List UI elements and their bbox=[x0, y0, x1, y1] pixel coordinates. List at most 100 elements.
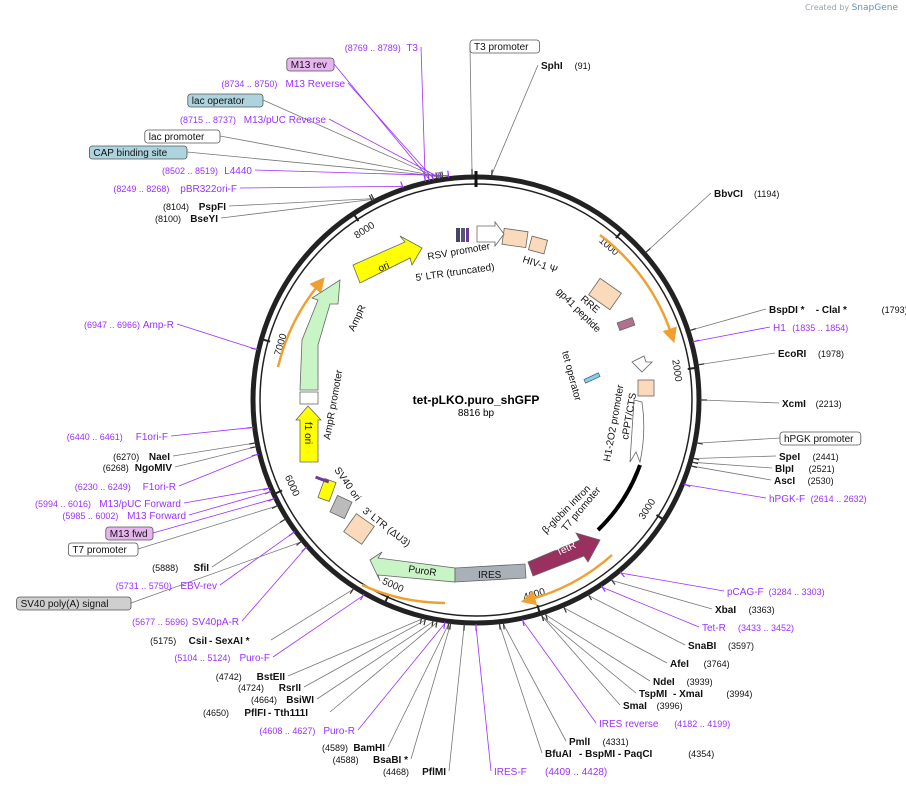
m13reverse-pos: (8734 .. 8750) bbox=[221, 79, 277, 89]
label-ecori: EcoRI(1978) bbox=[778, 349, 844, 360]
label-bseyi: BseYI (8100) bbox=[155, 214, 218, 225]
puror-label: PuroR bbox=[408, 564, 438, 579]
afei-name: AfeI bbox=[670, 659, 689, 670]
f1-ori-arrow bbox=[295, 405, 322, 463]
l4440-pos: (8502 .. 8519) bbox=[162, 166, 218, 176]
label-sv40par: SV40pA-R(5677 .. 5696) bbox=[132, 617, 239, 628]
spei-name: SpeI bbox=[779, 452, 800, 463]
hiv-label: HIV-1 Ψ bbox=[521, 254, 559, 276]
ltr3-box bbox=[343, 513, 375, 545]
pspfi-name: PspFI bbox=[199, 202, 226, 213]
lac-mark-1 bbox=[456, 228, 460, 242]
sfii-pos: (5888) bbox=[152, 563, 178, 573]
sv40-ori-box bbox=[317, 478, 337, 502]
ampr-label: AmpR bbox=[347, 303, 369, 333]
bspdi-name: BspDI * bbox=[769, 305, 805, 316]
ori-arrow bbox=[352, 235, 423, 284]
hpgkprom-box bbox=[779, 431, 862, 446]
lac-mark-2 bbox=[461, 228, 465, 242]
tick-3000 bbox=[655, 514, 663, 520]
xbai-name: XbaI bbox=[715, 605, 736, 616]
label-sphi: SphI(91) bbox=[541, 61, 591, 72]
bspdi-extra: - ClaI * bbox=[816, 305, 847, 316]
tet-operator-arrow-top bbox=[631, 355, 653, 373]
blpi-pos: (2521) bbox=[809, 464, 835, 474]
ndei-name: NdeI bbox=[653, 677, 675, 688]
gp41-box bbox=[616, 316, 636, 332]
h1-pos: (1835 .. 1854) bbox=[792, 323, 848, 333]
label-pspfi: PspFI (8104) bbox=[163, 202, 226, 213]
label-spei: SpeI(2441) bbox=[779, 452, 839, 463]
bsteii-name: BstEII bbox=[257, 672, 286, 683]
label-ngomiv: NgoMIV(6268) bbox=[103, 463, 173, 474]
hpgkprom-text: hPGK promoter bbox=[784, 434, 854, 445]
label-purof: Puro-F(5104 .. 5124) bbox=[174, 653, 270, 664]
naei-pos: (6270) bbox=[113, 452, 139, 462]
bseyi-name: BseYI bbox=[190, 214, 218, 225]
label-puror: Puro-R(4608 .. 4627) bbox=[259, 726, 355, 737]
label-sfii: SfiI (5888) bbox=[152, 563, 209, 574]
tick-5000 bbox=[384, 594, 390, 603]
label-h1: H1 (1835 .. 1854) bbox=[773, 323, 848, 334]
csii-name: CsiI bbox=[189, 636, 208, 647]
csii-pos: (5175) bbox=[150, 636, 176, 646]
ampr-arrow bbox=[299, 279, 341, 391]
tetr-arrow bbox=[527, 532, 601, 577]
tick-label-2000: 2000 bbox=[669, 359, 683, 383]
plasmid-size: 8816 bp bbox=[458, 408, 495, 419]
bsteii-pos: (4742) bbox=[216, 672, 242, 682]
blpi-name: BlpI bbox=[775, 464, 794, 475]
afei-pos: (3764) bbox=[704, 659, 730, 669]
label-blpi: BlpI (2521) bbox=[775, 464, 835, 475]
phgkf-pos: (2614 .. 2632) bbox=[811, 494, 867, 504]
pflfi-name: PflFI bbox=[244, 708, 266, 719]
hiv-box bbox=[527, 235, 549, 255]
bfuai-pos: (4354) bbox=[688, 749, 714, 759]
bseyi-pos: (8100) bbox=[155, 214, 181, 224]
beta-globin-intron bbox=[596, 464, 642, 532]
tick-6000 bbox=[275, 489, 283, 495]
pspfi-pos: (8104) bbox=[163, 202, 189, 212]
label-bsteii: BstEII (4742) bbox=[216, 672, 285, 683]
sv40pa-box bbox=[16, 596, 132, 611]
m13fwd-text: M13 fwd bbox=[110, 529, 148, 540]
label-iresf: IRES-F bbox=[494, 767, 527, 778]
pflmi-name: PflMI bbox=[422, 767, 446, 778]
bsiwi-name: BsiWI bbox=[286, 695, 314, 706]
tick-2000 bbox=[687, 366, 695, 370]
iresf-name: IRES-F bbox=[494, 767, 527, 778]
credit-prefix: Created by bbox=[805, 3, 850, 12]
bsiwi-pos: (4664) bbox=[251, 695, 277, 705]
tick-4000 bbox=[536, 604, 541, 613]
feature-arrows bbox=[295, 220, 655, 583]
ebvrev-name: EBV-rev bbox=[180, 581, 217, 592]
label-m13reverse: M13 Reverse(8734 .. 8750) bbox=[221, 79, 345, 90]
m13puc_rev-name: M13/pUC Reverse bbox=[244, 115, 327, 126]
label-pbr322: pBR322ori-F(8249 .. 8268) bbox=[113, 184, 237, 195]
sv40par-pos: (5677 .. 5696) bbox=[132, 617, 188, 627]
pbr322-pos: (8249 .. 8268) bbox=[113, 184, 169, 194]
asci-name: AscI bbox=[774, 476, 795, 487]
pflfi-pos: (4650) bbox=[203, 708, 229, 718]
label-afei: AfeI (3764) bbox=[670, 659, 730, 670]
m13pucf-pos: (5994 .. 6016) bbox=[35, 499, 91, 509]
label-t3prom: T3 promoter bbox=[469, 39, 540, 54]
snabi-name: SnaBI bbox=[688, 641, 717, 652]
label-lacop: lac operator bbox=[187, 93, 264, 108]
lacprom-text: lac promoter bbox=[149, 132, 205, 143]
lacop-text: lac operator bbox=[192, 96, 245, 107]
ires-label: IRES bbox=[478, 570, 502, 581]
csii-extra: - SexAI * bbox=[209, 636, 250, 647]
h1-name: H1 bbox=[773, 323, 786, 334]
label-cap: CAP binding site bbox=[89, 145, 188, 160]
cap-box bbox=[89, 145, 188, 160]
pflmi-pos: (4468) bbox=[383, 767, 409, 777]
lacop-box bbox=[187, 93, 264, 108]
label-phgkf: hPGK-F(2614 .. 2632) bbox=[769, 494, 867, 505]
sfii-name: SfiI bbox=[193, 563, 209, 574]
m13f-name: M13 Forward bbox=[127, 511, 186, 522]
smai-name: SmaI bbox=[623, 701, 647, 712]
ngomiv-name: NgoMIV bbox=[135, 463, 173, 474]
f1orir-name: F1ori-R bbox=[143, 482, 176, 493]
